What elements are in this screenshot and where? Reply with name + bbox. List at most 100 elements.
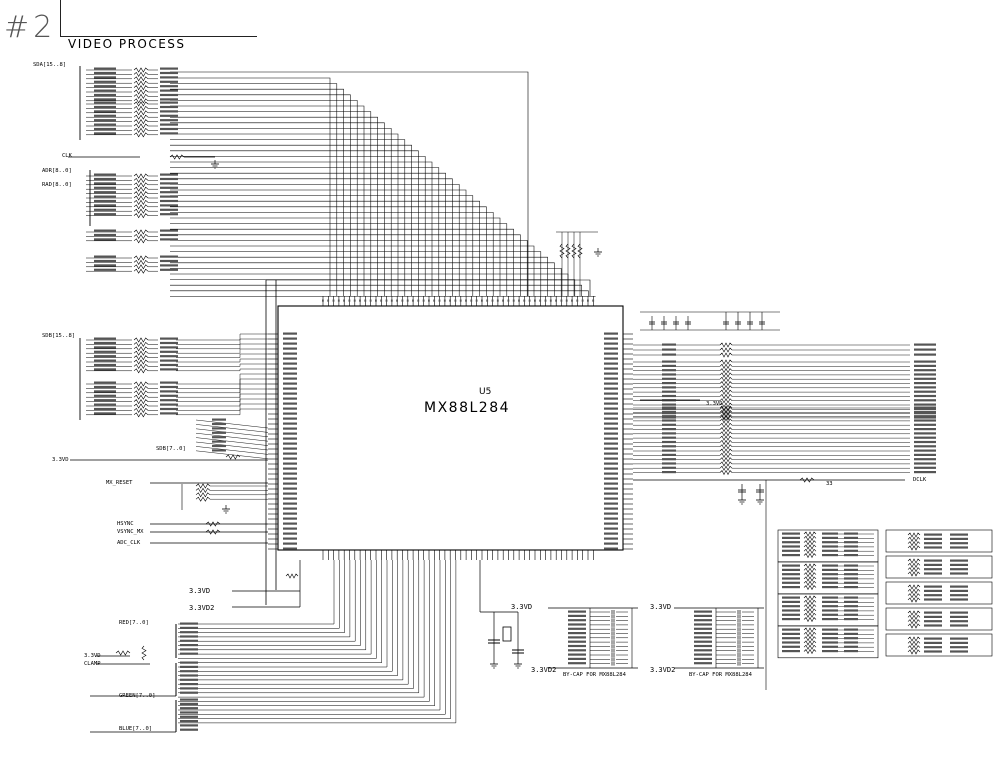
right-net-label	[662, 369, 676, 372]
chip-left-pin-name	[283, 457, 297, 460]
array-pin-label	[924, 559, 942, 562]
rgb-bus-wire	[178, 560, 451, 719]
array-pin-label	[924, 546, 942, 549]
rgb-bus-wire	[178, 560, 441, 711]
vertical-pullup-resistor	[565, 243, 571, 259]
pack-resistor	[133, 407, 149, 413]
right-output-label	[914, 369, 936, 372]
top-bus-wire	[170, 167, 440, 296]
chip-right-pin-name	[604, 527, 618, 530]
pack-output-label	[160, 186, 178, 189]
pack-output-label	[160, 403, 178, 406]
chip-top-pin-number	[481, 299, 483, 302]
right-output-label	[914, 471, 936, 474]
array-resistor	[803, 635, 817, 642]
resistor-value-33: 33	[826, 481, 833, 487]
right-series-resistor	[719, 422, 733, 428]
pack-resistor	[133, 132, 149, 138]
pack-resistor	[133, 359, 149, 365]
pack-resistor	[133, 268, 149, 274]
array-resistor	[803, 576, 817, 582]
rgb-bus-wire	[178, 560, 414, 689]
chip-top-pin-number	[417, 299, 420, 302]
array-pin-label	[782, 545, 800, 548]
pack-net-label	[94, 394, 116, 397]
array-net-label	[844, 545, 858, 548]
pack-net-label	[94, 355, 116, 358]
chip-top-pin-number	[565, 299, 568, 302]
sdb-low-net-label	[212, 431, 226, 434]
top-bus-wire	[170, 122, 385, 296]
chip-top-pin-number	[534, 299, 536, 302]
array-resistor	[907, 584, 921, 590]
chip-right-pin-name	[604, 367, 618, 370]
array-net-label	[844, 536, 858, 539]
right-series-resistor	[719, 380, 733, 387]
array-pin-label	[924, 620, 942, 623]
top-bus-wire	[170, 172, 446, 296]
right-output-label	[914, 364, 936, 367]
chip-right-pin-name	[604, 447, 618, 450]
chip-left-pin-name	[283, 492, 297, 495]
sdb-route-wire	[176, 398, 268, 407]
right-output-label	[914, 343, 936, 346]
sdb-low-wire	[195, 446, 269, 455]
pullup-resistor	[225, 454, 241, 460]
chip-right-pin-name	[604, 442, 618, 445]
sdb-route-wire	[176, 353, 268, 358]
sdb-low-wire	[195, 432, 269, 442]
chip-left-pin-name	[283, 527, 297, 530]
cap-ref	[694, 636, 712, 639]
pack-resistor	[133, 127, 149, 133]
pack-net-label	[94, 363, 116, 367]
pack-resistor	[133, 368, 149, 374]
red-net-label	[180, 648, 198, 651]
chip-right-pin-name	[604, 532, 618, 535]
chip-left-pin-name	[283, 467, 297, 470]
cap-ref	[568, 623, 586, 626]
cap-ref	[568, 636, 586, 639]
right-output-label	[914, 353, 936, 356]
array-pin-label	[924, 568, 942, 571]
array-pin-label	[822, 596, 838, 599]
top-bus-wire	[170, 133, 399, 296]
rgb-bus-wire	[178, 560, 345, 633]
vsync-resistor	[205, 529, 221, 535]
array-pin-label	[822, 605, 838, 608]
pack-output-label	[160, 127, 178, 131]
pack-resistor	[133, 255, 149, 261]
chip-left-pin-name	[283, 517, 297, 520]
right-net-label	[662, 373, 676, 376]
sdb-route-wire	[176, 343, 268, 350]
green-bus-label: GREEN[7..0]	[119, 693, 156, 699]
chip-u5-body	[277, 305, 624, 551]
chip-left-pin-name	[283, 512, 297, 515]
pack-net-label	[94, 268, 116, 271]
right-output-label	[914, 410, 936, 413]
chip-top-pin-number	[523, 299, 526, 302]
chip-top-pin-number	[322, 299, 324, 302]
resistor-array-right	[885, 581, 993, 605]
array-resistor	[907, 614, 921, 620]
chip-right-pin-name	[604, 407, 618, 410]
pack-net-label	[94, 208, 116, 211]
right-output-label	[914, 445, 936, 448]
pack-resistor	[133, 177, 149, 183]
right-output-label	[914, 406, 936, 409]
array-pin-label	[822, 541, 838, 544]
array-pin-label	[782, 568, 800, 571]
chip-right-pin-name	[604, 492, 618, 495]
pack-output-label	[160, 390, 178, 393]
right-output-label	[914, 390, 936, 393]
chip-left-pin-name	[283, 472, 297, 475]
resistor-array-right	[885, 607, 993, 631]
chip-right-pin-name	[604, 392, 618, 395]
right-net-label	[662, 407, 676, 410]
bottom-resistor	[285, 573, 299, 579]
chip-left-pin-name	[283, 417, 297, 420]
pack-net-label	[94, 199, 116, 203]
pack-resistor	[133, 119, 149, 125]
chip-right-pin-name	[604, 382, 618, 385]
right-net-label	[662, 458, 676, 461]
array-pin-label	[924, 589, 942, 592]
